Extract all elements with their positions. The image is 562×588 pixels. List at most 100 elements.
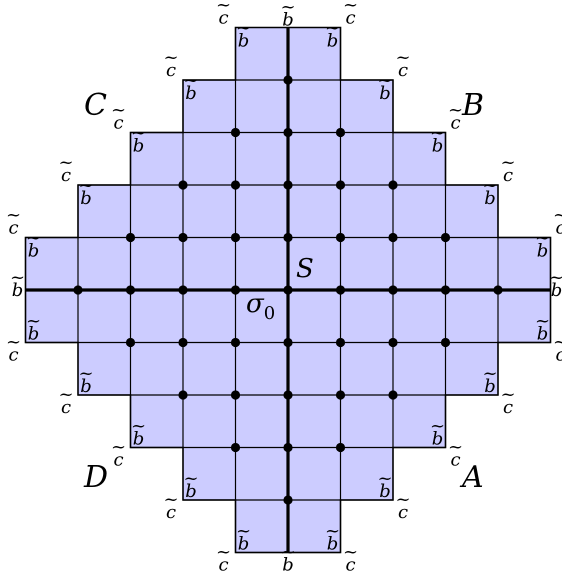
upper-left-b-label-tilde: ~	[78, 175, 93, 196]
lattice-dot	[178, 390, 188, 400]
lower-left-c-label: c~	[6, 332, 21, 366]
upper-left-c-label-tilde: ~	[216, 0, 231, 16]
upper-left-b-label-letter: b	[185, 83, 197, 104]
upper-right-b-label: b~	[325, 18, 340, 52]
lattice-dot	[283, 75, 293, 85]
upper-right-b-label-letter: b	[484, 188, 496, 209]
right-center-label-letter: b	[551, 280, 562, 301]
upper-left-c-label-letter: c	[166, 60, 176, 81]
upper-right-c-label: c~	[553, 205, 562, 239]
lower-right-c-label: c~	[500, 384, 515, 418]
upper-right-c-label-letter: c	[503, 165, 513, 186]
left-center-label-letter: b	[12, 280, 24, 301]
lower-right-b-label-letter: b	[537, 324, 549, 345]
lower-left-b-label-letter: b	[185, 481, 197, 502]
lattice-dot	[178, 232, 188, 243]
top-center-label: b~	[280, 0, 295, 31]
lattice-dot	[335, 285, 346, 295]
upper-right-b-label-letter: b	[432, 136, 444, 157]
lower-left-b-label: b~	[26, 311, 41, 345]
lower-left-c-label-tilde: ~	[58, 384, 73, 405]
upper-left-c-label-letter: c	[113, 113, 123, 134]
lattice-dot	[335, 180, 346, 190]
lower-left-b-label-tilde: ~	[26, 311, 41, 332]
upper-right-b-label: b~	[430, 123, 445, 157]
lower-left-b-label: b~	[236, 521, 251, 555]
upper-right-b-label-tilde: ~	[377, 70, 392, 91]
lattice-dot	[283, 232, 293, 243]
lower-right-b-label: b~	[482, 363, 497, 397]
upper-left-b-label: b~	[78, 175, 93, 209]
lower-left-c-label-tilde: ~	[163, 489, 178, 510]
upper-right-c-label: c~	[395, 47, 410, 81]
lower-right-c-label-tilde: ~	[343, 542, 358, 563]
upper-left-b-label: b~	[236, 18, 251, 52]
upper-right-c-label-letter: c	[345, 8, 355, 29]
upper-left-c-label-tilde: ~	[6, 205, 21, 226]
upper-left-c-label: c~	[163, 47, 178, 81]
lattice-dot	[440, 232, 451, 243]
lower-left-c-label-letter: c	[218, 555, 228, 576]
upper-left-c-label: c~	[58, 152, 73, 186]
upper-left-c-label-tilde: ~	[111, 100, 126, 121]
lower-right-b-label-tilde: ~	[535, 311, 550, 332]
left-center-label-tilde: ~	[10, 267, 25, 288]
lower-left-c-label: c~	[111, 437, 126, 471]
bottom-center-label: b~	[280, 542, 295, 576]
lower-right-b-label-letter: b	[432, 429, 444, 450]
lower-left-c-label: c~	[216, 542, 231, 576]
lattice-dot	[440, 285, 451, 295]
lower-right-c-label-tilde: ~	[500, 384, 515, 405]
lattice-dot	[125, 232, 136, 243]
boundary-labels: b~b~b~b~b~c~c~b~c~b~c~b~b~c~c~b~c~b~c~b~…	[6, 0, 562, 576]
upper-right-b-label-letter: b	[379, 83, 391, 104]
center-label-s: S	[296, 254, 314, 284]
corner-label-c: C	[84, 88, 107, 123]
lower-left-c-label-letter: c	[8, 345, 18, 366]
lower-left-b-label: b~	[131, 416, 146, 450]
lower-left-b-label-letter: b	[133, 429, 145, 450]
lower-right-b-label: b~	[377, 468, 392, 502]
lower-left-c-label-tilde: ~	[216, 542, 231, 563]
lower-right-c-label-tilde: ~	[395, 489, 410, 510]
lattice-dot	[230, 442, 241, 453]
upper-left-b-label-letter: b	[28, 241, 40, 262]
top-center-label-letter: b	[282, 10, 294, 31]
upper-right-b-label-tilde: ~	[430, 123, 445, 144]
lower-right-c-label: c~	[343, 542, 358, 576]
upper-right-c-label-letter: c	[398, 60, 408, 81]
upper-left-c-label-tilde: ~	[163, 47, 178, 68]
lattice-dot	[388, 285, 398, 295]
lattice-dot	[283, 495, 293, 505]
lower-left-b-label-letter: b	[80, 376, 92, 397]
lattice-dot	[283, 127, 293, 138]
lower-left-c-label-letter: c	[61, 397, 71, 418]
upper-right-b-label-tilde: ~	[482, 175, 497, 196]
lower-left-b-label-tilde: ~	[78, 363, 93, 384]
sigma-symbol: σ	[246, 289, 265, 319]
upper-left-b-label-letter: b	[133, 136, 145, 157]
bottom-center-label-tilde: ~	[280, 542, 295, 563]
lower-left-c-label: c~	[163, 489, 178, 523]
lattice-dot	[335, 390, 346, 400]
lower-right-b-label-tilde: ~	[377, 468, 392, 489]
upper-right-c-label: c~	[500, 152, 515, 186]
lower-right-b-label-tilde: ~	[482, 363, 497, 384]
upper-right-c-label-tilde: ~	[448, 100, 463, 121]
lower-left-c-label-letter: c	[166, 502, 176, 523]
upper-left-c-label: c~	[216, 0, 231, 29]
lower-left-b-label-tilde: ~	[236, 521, 251, 542]
lattice-dot	[388, 337, 398, 348]
upper-right-c-label-letter: c	[450, 113, 460, 134]
upper-left-b-label-tilde: ~	[236, 18, 251, 39]
lattice-dot	[125, 337, 136, 348]
upper-left-c-label-tilde: ~	[58, 152, 73, 173]
upper-right-b-label-letter: b	[537, 241, 549, 262]
lower-right-c-label-letter: c	[503, 397, 513, 418]
lattice-dot	[388, 390, 398, 400]
lower-left-b-label: b~	[183, 468, 198, 502]
lattice-dot	[230, 180, 241, 190]
lattice-dot	[230, 337, 241, 348]
upper-right-b-label-tilde: ~	[325, 18, 340, 39]
lattice-dot	[335, 232, 346, 243]
